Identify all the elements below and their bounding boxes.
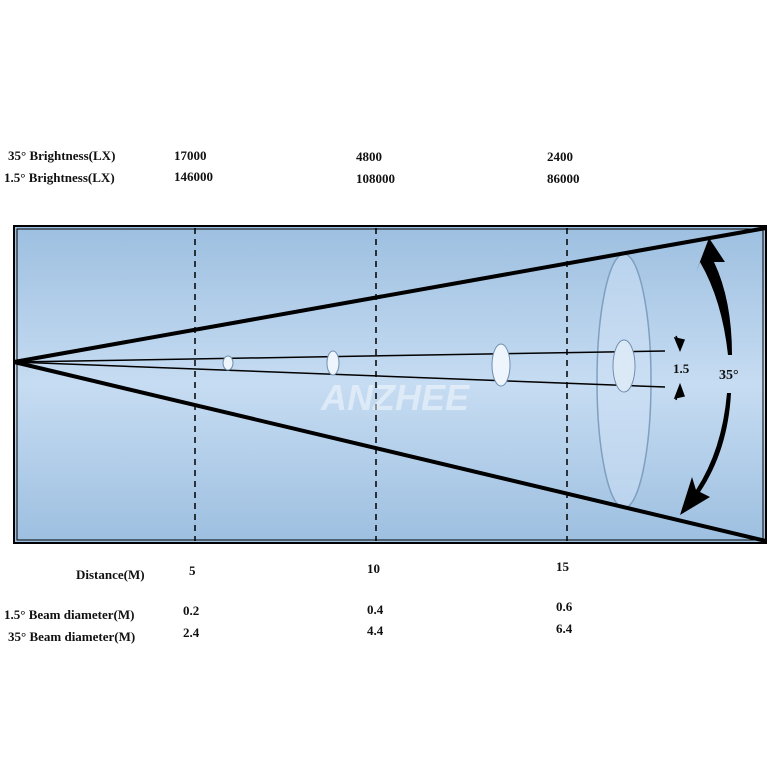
brightness-1-5-label: 1.5° Brightness(LX) <box>4 170 115 185</box>
brightness-35-value: 4800 <box>356 149 382 164</box>
narrow-beam-upper-edge <box>13 350 666 363</box>
brightness-35-value: 2400 <box>547 149 573 164</box>
brightness-1-5-value: 146000 <box>174 169 213 184</box>
narrow-angle-arrow-up-icon <box>673 382 685 401</box>
narrow-beam-spot <box>326 350 340 376</box>
wide-beam-upper-edge <box>13 226 767 364</box>
distance-label: Distance(M) <box>76 567 145 582</box>
beam-35-value: 4.4 <box>367 623 384 638</box>
brightness-35-value: 17000 <box>174 148 207 163</box>
beam-1-5-label: 1.5° Beam diameter(M) <box>4 607 135 622</box>
narrow-beam-spot <box>491 343 511 387</box>
beam-1-5-value: 0.4 <box>367 602 384 617</box>
beam-35-label: 35° Beam diameter(M) <box>8 629 136 644</box>
wide-beam-lower-edge <box>13 360 767 543</box>
beam-1-5-value: 0.6 <box>556 599 573 614</box>
wide-angle-label: 35° <box>719 368 739 383</box>
narrow-beam-spot <box>222 355 234 371</box>
narrow-angle-arrow-down-icon <box>673 335 686 352</box>
narrow-beam-spots <box>222 339 636 393</box>
diagram-inner-frame <box>16 228 764 541</box>
watermark-logo: ANZHEE <box>320 377 470 418</box>
distance-value: 15 <box>556 559 569 574</box>
narrow-angle-label: 1.5 <box>673 361 690 376</box>
brightness-1-5-value: 108000 <box>356 171 395 186</box>
beam-35-value: 6.4 <box>556 621 573 636</box>
wide-angle-arrow-down-icon <box>680 393 731 515</box>
distance-markers <box>194 228 568 541</box>
distance-value: 5 <box>189 563 196 578</box>
wide-angle-arrow-up-icon <box>696 238 732 355</box>
brightness-1-5-value: 86000 <box>547 171 580 186</box>
brightness-35-label: 35° Brightness(LX) <box>8 148 116 163</box>
narrow-beam-spot <box>612 339 636 393</box>
beam-1-5-value: 0.2 <box>183 603 200 618</box>
distance-value: 10 <box>367 561 380 576</box>
narrow-beam-lower-edge <box>13 361 666 388</box>
beam-35-value: 2.4 <box>183 625 200 640</box>
